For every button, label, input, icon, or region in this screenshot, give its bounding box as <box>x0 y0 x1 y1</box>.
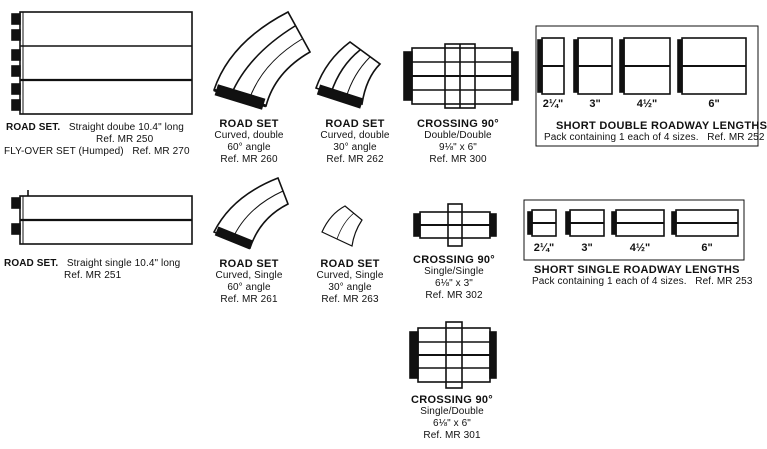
mr302-ref: Ref. MR 302 <box>425 290 483 301</box>
mr301-line3: 6⅛" x 6" <box>433 418 471 429</box>
mr263-line2: Curved, Single <box>316 270 384 281</box>
caption-mr302: CROSSING 90° Single/Single 6⅛" x 3" Ref.… <box>406 254 502 302</box>
mr252-size-3: 4½" <box>636 98 658 110</box>
caption-mr260: ROAD SET Curved, double 60° angle Ref. M… <box>214 118 284 166</box>
mr251-title: ROAD SET. <box>4 258 59 269</box>
mr251-ref: Ref. MR 251 <box>64 270 122 281</box>
caption-mr301: CROSSING 90° Single/Double 6⅛" x 6" Ref.… <box>404 394 500 442</box>
mr253-ref: Ref. MR 253 <box>695 276 753 287</box>
caption-mr261: ROAD SET Curved, Single 60° angle Ref. M… <box>214 258 284 306</box>
caption-mr253: SHORT SINGLE ROADWAY LENGTHS Pack contai… <box>532 264 752 288</box>
mr262-line3: 30° angle <box>333 142 377 153</box>
mr300-line3: 9⅛" x 6" <box>439 142 477 153</box>
mr260-ref: Ref. MR 260 <box>220 154 278 165</box>
flyover-set-label: FLY-OVER SET (Humped) <box>4 146 124 157</box>
mr252-size-4: 6" <box>708 98 720 110</box>
mr300-line2: Double/Double <box>424 130 492 141</box>
mr261-line3: 60° angle <box>227 282 271 293</box>
mr263-ref: Ref. MR 263 <box>321 294 379 305</box>
mr270-ref: Ref. MR 270 <box>132 146 190 157</box>
mr253-size-1: 2¼" <box>533 242 555 254</box>
mr252-size-1: 2¼" <box>542 98 564 110</box>
mr250-ref: Ref. MR 250 <box>96 134 154 145</box>
mr253-size-labels: 2¼" 3" 4½" 6" <box>524 242 744 256</box>
mr252-line2: Pack containing 1 each of 4 sizes. <box>544 132 699 143</box>
mr302-line3: 6⅛" x 3" <box>435 278 473 289</box>
caption-mr251: ROAD SET. Straight single 10.4" long Ref… <box>4 258 180 282</box>
caption-mr300: CROSSING 90° Double/Double 9⅛" x 6" Ref.… <box>408 118 508 166</box>
straight-single-road-drawing <box>11 190 193 245</box>
caption-mr252: SHORT DOUBLE ROADWAY LENGTHS Pack contai… <box>544 120 767 144</box>
mr261-line2: Curved, Single <box>215 270 283 281</box>
mr300-title: CROSSING 90° <box>417 118 499 130</box>
mr260-title: ROAD SET <box>219 118 279 130</box>
mr263-line3: 30° angle <box>328 282 372 293</box>
mr253-size-2: 3" <box>581 242 593 254</box>
mr252-ref: Ref. MR 252 <box>707 132 765 143</box>
mr263-title: ROAD SET <box>320 258 380 270</box>
mr260-line2: Curved, double <box>214 130 284 141</box>
mr261-title: ROAD SET <box>219 258 279 270</box>
mr301-title: CROSSING 90° <box>411 394 493 406</box>
mr250-description: Straight doube 10.4" long <box>68 122 184 133</box>
mr253-line2: Pack containing 1 each of 4 sizes. <box>532 276 687 287</box>
curved-single-30-drawing <box>321 205 363 247</box>
mr302-title: CROSSING 90° <box>413 254 495 266</box>
mr252-size-labels: 2¼" 3" 4½" 6" <box>536 98 756 112</box>
curved-single-60-drawing <box>212 176 290 250</box>
mr302-line2: Single/Single <box>424 266 484 277</box>
mr252-size-2: 3" <box>589 98 601 110</box>
mr253-size-3: 4½" <box>629 242 651 254</box>
mr301-line2: Single/Double <box>420 406 484 417</box>
mr260-line3: 60° angle <box>227 142 271 153</box>
caption-mr263: ROAD SET Curved, Single 30° angle Ref. M… <box>314 258 386 306</box>
mr301-ref: Ref. MR 301 <box>423 430 481 441</box>
short-single-lengths-drawing <box>523 199 745 261</box>
caption-mr262: ROAD SET Curved, double 30° angle Ref. M… <box>320 118 390 166</box>
crossing-single-double-drawing <box>409 321 497 389</box>
mr300-ref: Ref. MR 300 <box>429 154 487 165</box>
straight-double-road-drawing <box>11 11 193 115</box>
short-double-lengths-drawing <box>535 25 759 147</box>
mr250-title: ROAD SET. <box>6 122 61 133</box>
mr252-title: SHORT DOUBLE ROADWAY LENGTHS <box>556 120 767 132</box>
mr261-ref: Ref. MR 261 <box>220 294 278 305</box>
mr262-ref: Ref. MR 262 <box>326 154 384 165</box>
mr253-size-4: 6" <box>701 242 713 254</box>
crossing-single-single-drawing <box>413 203 497 247</box>
crossing-double-double-drawing <box>403 43 519 109</box>
curved-double-30-drawing <box>314 41 382 109</box>
curved-double-60-drawing <box>212 10 312 110</box>
mr253-title: SHORT SINGLE ROADWAY LENGTHS <box>534 264 740 276</box>
caption-mr250: ROAD SET. Straight doube 10.4" long Ref.… <box>4 122 190 158</box>
mr262-line2: Curved, double <box>320 130 390 141</box>
mr251-description: Straight single 10.4" long <box>66 258 181 269</box>
mr262-title: ROAD SET <box>325 118 385 130</box>
